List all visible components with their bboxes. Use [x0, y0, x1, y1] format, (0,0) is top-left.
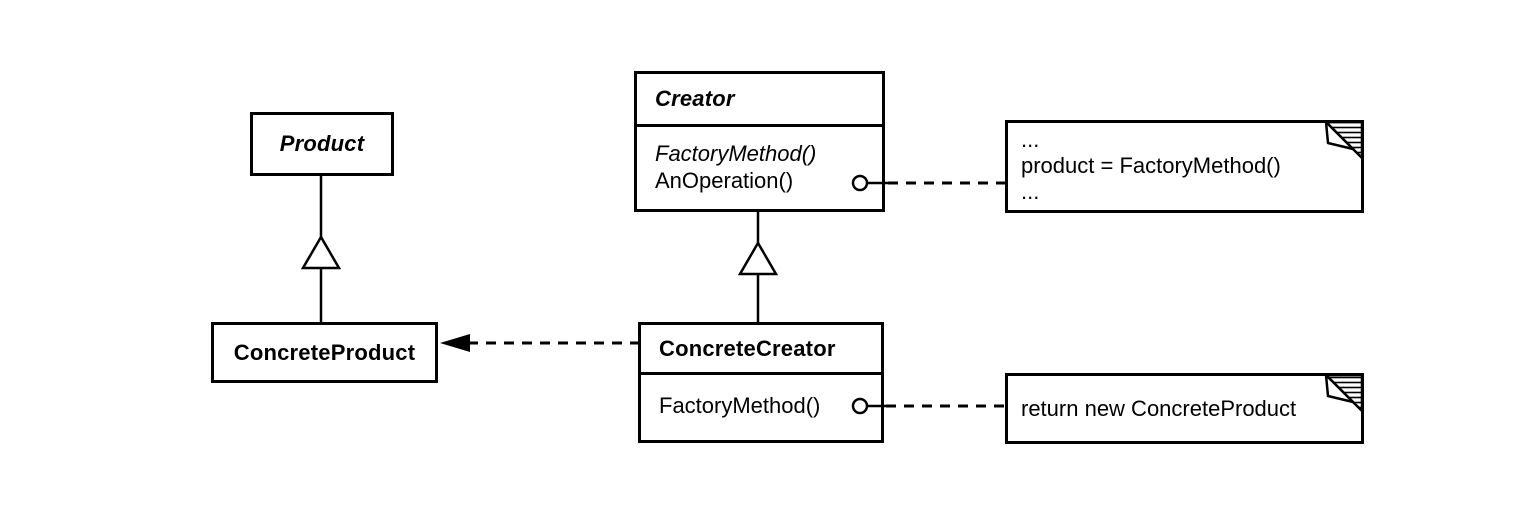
- note-concrete-creator-code: return new ConcreteProduct: [1005, 373, 1364, 444]
- concrete-creator-methods-compartment: FactoryMethod(): [641, 375, 881, 419]
- class-box-product: Product: [250, 112, 394, 176]
- class-name-concrete-product: ConcreteProduct: [233, 339, 416, 365]
- method-anoperation: AnOperation(): [655, 168, 794, 193]
- note-creator-code: ... product = FactoryMethod() ...: [1005, 120, 1364, 213]
- creator-title-compartment: Creator: [637, 74, 882, 127]
- class-name-creator: Creator: [655, 86, 735, 111]
- concrete-creator-title-compartment: ConcreteCreator: [641, 325, 881, 375]
- class-box-concrete-creator: ConcreteCreator FactoryMethod(): [638, 322, 884, 443]
- creator-methods-compartment: FactoryMethod() AnOperation(): [637, 127, 882, 194]
- class-name-product: Product: [279, 131, 365, 156]
- note-line: product = FactoryMethod(): [1021, 153, 1281, 178]
- note-line: ...: [1021, 179, 1040, 204]
- creates-dashed-arrow: [440, 334, 640, 352]
- note-line: return new ConcreteProduct: [1021, 395, 1297, 421]
- filled-arrowhead-icon: [440, 334, 470, 352]
- class-box-creator: Creator FactoryMethod() AnOperation(): [634, 71, 885, 212]
- inheritance-triangle-icon: [737, 240, 779, 276]
- note-line: ...: [1021, 127, 1040, 152]
- generalization-creator-connector: [737, 211, 779, 323]
- method-factorymethod-abstract: FactoryMethod(): [655, 141, 817, 166]
- class-box-concrete-product: ConcreteProduct: [211, 322, 438, 383]
- method-factorymethod: FactoryMethod(): [659, 393, 821, 418]
- generalization-product-connector: [300, 174, 342, 323]
- class-name-concrete-creator: ConcreteCreator: [659, 335, 836, 361]
- inheritance-triangle-icon: [300, 234, 342, 270]
